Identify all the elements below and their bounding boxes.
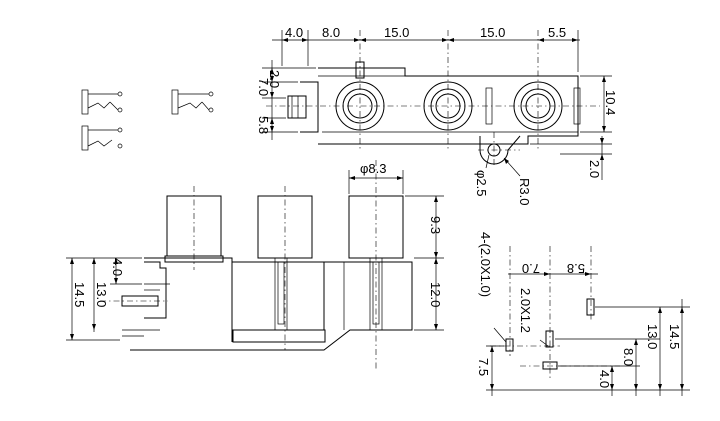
pcb-layout — [490, 246, 620, 380]
dim-pcb-14-5: 14.5 — [667, 324, 682, 349]
dim-pcb-7-5: 7.5 — [476, 358, 491, 376]
dim-front-9-3: 9.3 — [428, 216, 443, 234]
dim-pcb-7-0: 7.0 — [522, 261, 540, 276]
dim-radius: R3.0 — [517, 178, 532, 205]
dim-pcb-4-0: 4.0 — [597, 370, 612, 388]
dim-right-10-4: 10.4 — [603, 90, 618, 115]
dim-left-7-0: 7.0 — [256, 78, 271, 96]
dim-top-8-0: 8.0 — [322, 25, 340, 40]
dim-pcb-5-8: 5.8 — [567, 261, 585, 276]
top-view-dimensions — [262, 30, 612, 180]
dim-top-4-0: 4.0 — [285, 25, 303, 40]
dim-pcb-8-0: 8.0 — [621, 348, 636, 366]
dim-right-2-0: 2.0 — [587, 160, 602, 178]
top-view — [266, 30, 600, 168]
dim-top-diameter: φ8.3 — [360, 161, 387, 176]
dim-top-15-0-b: 15.0 — [480, 25, 505, 40]
switch-schematic-symbols — [81, 89, 214, 151]
front-view — [100, 160, 413, 370]
pcb-pad-label: 4-(2.0X1.0) — [478, 232, 493, 297]
dim-front-12-0: 12.0 — [428, 282, 443, 307]
dim-pcb-13-0: 13.0 — [645, 324, 660, 349]
dim-front-4-0: 4.0 — [110, 258, 125, 276]
front-view-dimensions — [66, 170, 444, 341]
dim-front-13-0: 13.0 — [94, 282, 109, 307]
dim-front-14-5: 14.5 — [72, 282, 87, 307]
dim-hole-diameter: φ2.5 — [474, 170, 489, 197]
dim-top-5-5: 5.5 — [548, 25, 566, 40]
dim-left-2-0: 2.0 — [267, 70, 282, 88]
dim-top-15-0-a: 15.0 — [384, 25, 409, 40]
pcb-layout-dimensions — [486, 272, 690, 396]
pcb-pad-label-2: 2.0X1.2 — [518, 288, 533, 333]
dim-left-5-8: 5.8 — [256, 116, 271, 134]
